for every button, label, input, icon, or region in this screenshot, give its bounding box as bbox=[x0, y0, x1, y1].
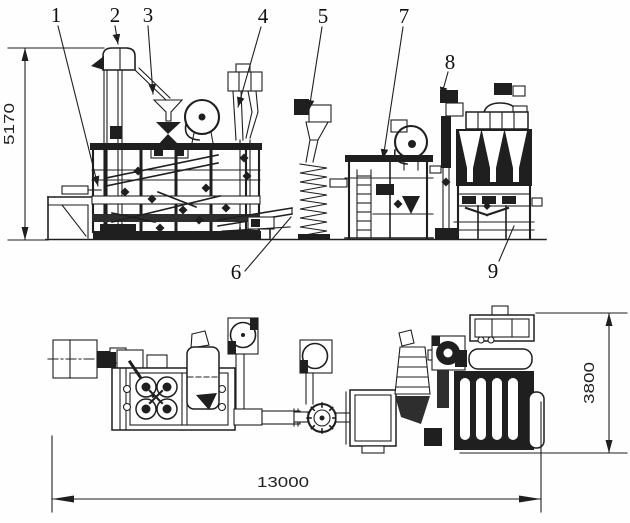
machine-8-elevator bbox=[429, 90, 464, 239]
callout-2: 2 bbox=[110, 3, 121, 27]
callout-6: 6 bbox=[231, 260, 242, 284]
plan-fan-1 bbox=[227, 317, 301, 427]
plan-view: 3800 13000 bbox=[47, 305, 628, 513]
plan-spiral-cone bbox=[394, 329, 442, 446]
plan-fan-2 bbox=[299, 339, 333, 405]
dimension-5170: 5170 bbox=[1, 47, 105, 241]
plan-drive-gear bbox=[293, 402, 351, 434]
callout-3: 3 bbox=[143, 3, 154, 27]
callout-7: 7 bbox=[399, 4, 410, 28]
machine-9-separator bbox=[453, 83, 543, 240]
callout-8: 8 bbox=[445, 50, 456, 74]
elevation-view: 5170 bbox=[1, 47, 547, 241]
cleaner-fan bbox=[183, 98, 221, 144]
dim-3800-text: 3800 bbox=[581, 362, 598, 404]
machine-5-spiral bbox=[294, 99, 348, 239]
machine-7-fan bbox=[390, 119, 429, 171]
callout-9: 9 bbox=[488, 259, 499, 283]
dimension-13000: 13000 bbox=[51, 401, 542, 513]
plan-separator-block bbox=[454, 305, 545, 450]
callout-5: 5 bbox=[318, 4, 329, 28]
machine-1-intake bbox=[47, 185, 102, 239]
callout-1: 1 bbox=[51, 3, 62, 27]
dimension-3800: 3800 bbox=[459, 312, 628, 454]
machine-7-frame bbox=[344, 155, 434, 240]
callout-4: 4 bbox=[258, 4, 269, 28]
dim-5170-text: 5170 bbox=[1, 103, 18, 145]
discharge-conveyor bbox=[217, 207, 293, 239]
plan-mid-cabinet bbox=[345, 389, 397, 454]
plan-aspirator-flask bbox=[186, 330, 220, 410]
callouts: 1 2 3 4 5 6 7 8 9 bbox=[51, 3, 515, 284]
dim-13000-text: 13000 bbox=[257, 474, 309, 491]
